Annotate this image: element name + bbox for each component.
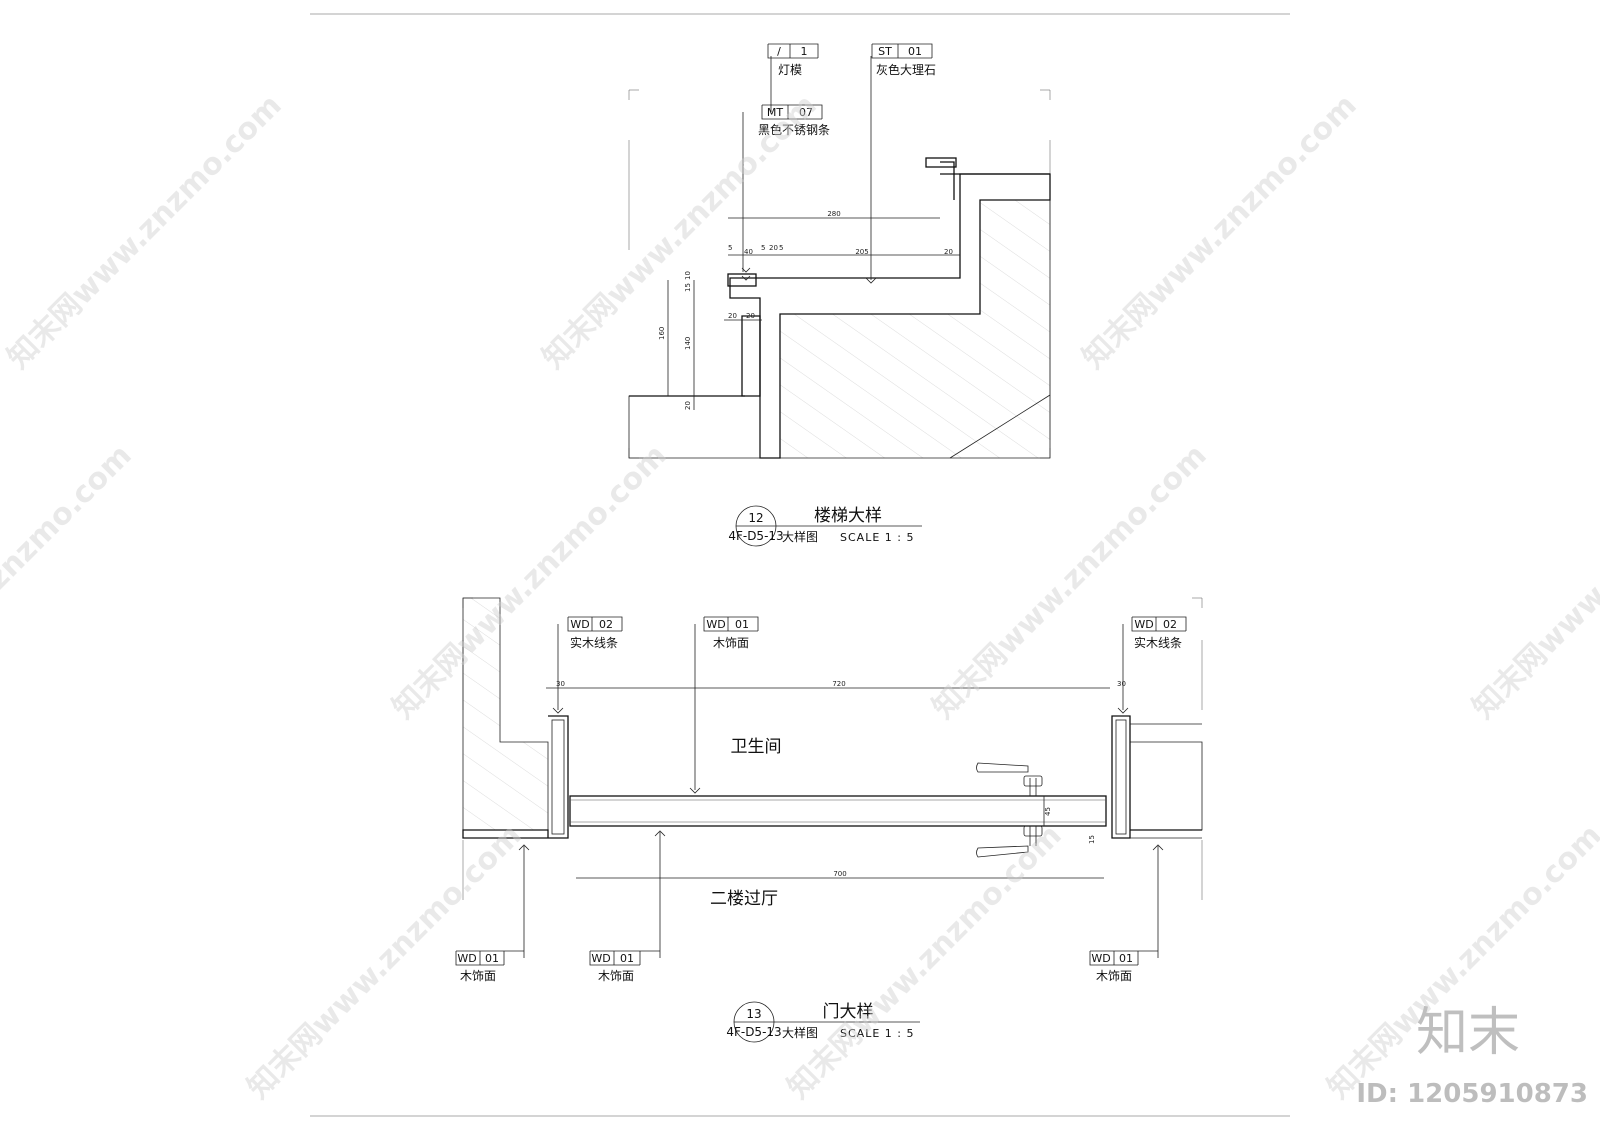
door-tag-bottom-center: WD 01 木饰面 [589, 950, 660, 983]
stair-tag-steel-strip: MT 07 黑色不锈钢条 [758, 104, 830, 137]
dim-160: 160 [658, 327, 666, 340]
tag-label: 实木线条 [570, 635, 618, 650]
tag-code: WD [1134, 618, 1153, 631]
sheet-reference: 4F-D5-13 [726, 1025, 781, 1039]
watermark: 知末网www.znzmo.com [0, 438, 139, 726]
tag-label: 灰色大理石 [876, 63, 936, 77]
dim-20d: 20 [728, 312, 737, 320]
watermark: 知末网www.znzmo.com [1076, 88, 1364, 376]
detail-number: 13 [746, 1007, 761, 1021]
sheet-reference: 4F-D5-13 [728, 529, 783, 543]
stair-detail: 280 5 40 5 20 5 205 20 160 140 20 15 10 … [628, 56, 1051, 459]
tag-code: / [777, 45, 781, 58]
watermark: 知末网www.znzmo.com [1, 88, 289, 376]
dim-205: 205 [855, 248, 868, 256]
tag-code: WD [706, 618, 725, 631]
dim-20e: 20 [746, 312, 755, 320]
watermark: 知末网www.znzmo.com [1466, 438, 1600, 726]
room-label-bathroom: 卫生间 [731, 737, 782, 757]
tag-number: 01 [908, 45, 922, 58]
tag-label: 木饰面 [598, 969, 634, 983]
door-detail: 30 720 30 700 45 15 [462, 597, 1203, 958]
tag-number: 02 [1163, 618, 1177, 631]
dim-700: 700 [833, 870, 846, 878]
tag-code: MT [767, 106, 783, 119]
detail-number: 12 [748, 511, 763, 525]
tag-label: 木饰面 [713, 636, 749, 650]
dim-15: 15 [684, 283, 692, 292]
dim-5c: 5 [779, 244, 783, 252]
tag-number: 01 [485, 952, 499, 965]
dim-30a: 30 [556, 680, 565, 688]
tag-code: WD [457, 952, 476, 965]
door-tag-bottom-left: WD 01 木饰面 [455, 950, 524, 983]
tag-number: 01 [620, 952, 634, 965]
stair-title-block: 12 4F-D5-13 楼梯大样 大样图 SCALE 1 : 5 [728, 505, 922, 547]
tag-code: WD [1091, 952, 1110, 965]
stair-tag-light-mold: / 1 灯模 [767, 43, 819, 77]
door-title-block: 13 4F-D5-13 门大样 大样图 SCALE 1 : 5 [726, 1001, 920, 1043]
door-tag-top-center: WD 01 木饰面 [703, 616, 759, 650]
detail-scale: SCALE 1 : 5 [840, 1027, 914, 1040]
watermark: 知末网www.znzmo.com [781, 818, 1069, 1106]
dim-20b: 20 [944, 248, 953, 256]
tag-number: 01 [735, 618, 749, 631]
dim-5a: 5 [728, 244, 732, 252]
door-tag-top-left: WD 02 实木线条 [567, 616, 623, 650]
watermark: 知末网www.znzmo.com [386, 438, 674, 726]
stair-tag-marble: ST 01 灰色大理石 [871, 43, 936, 77]
tag-label: 黑色不锈钢条 [758, 123, 830, 137]
tag-code: WD [591, 952, 610, 965]
watermark: 知末网www.znzmo.com [926, 438, 1214, 726]
tag-number: 01 [1119, 952, 1133, 965]
detail-subtitle: 大样图 [782, 1025, 818, 1040]
dim-20c: 20 [684, 401, 692, 410]
door-tag-top-right: WD 02 实木线条 [1131, 616, 1187, 650]
detail-title: 门大样 [823, 1002, 874, 1022]
tag-label: 木饰面 [1096, 969, 1132, 983]
dim-40: 40 [744, 248, 753, 256]
door-tag-bottom-right: WD 01 木饰面 [1089, 950, 1158, 983]
tag-label: 木饰面 [460, 969, 496, 983]
dim-45: 45 [1044, 807, 1052, 816]
tag-number: 1 [801, 45, 808, 58]
room-label-hall: 二楼过厅 [710, 889, 778, 909]
dim-30b: 30 [1117, 680, 1126, 688]
watermark-layer: 知末网www.znzmo.com 知末网www.znzmo.com 知末网www… [0, 88, 1600, 1106]
tag-number: 07 [799, 106, 813, 119]
tag-code: ST [878, 45, 892, 58]
detail-scale: SCALE 1 : 5 [840, 531, 914, 544]
tag-label: 实木线条 [1134, 635, 1182, 650]
dim-10: 10 [684, 271, 692, 280]
dim-15-door: 15 [1088, 835, 1096, 844]
detail-subtitle: 大样图 [782, 529, 818, 544]
dim-140: 140 [684, 337, 692, 350]
dim-5b: 5 [761, 244, 765, 252]
dim-280: 280 [827, 210, 840, 218]
dim-20a: 20 [769, 244, 778, 252]
detail-title: 楼梯大样 [814, 506, 882, 526]
tag-label: 灯模 [778, 63, 802, 77]
tag-code: WD [570, 618, 589, 631]
brand-logo: 知末 [1416, 1003, 1520, 1063]
tag-number: 02 [599, 618, 613, 631]
dim-720: 720 [832, 680, 845, 688]
brand-id: ID: 1205910873 [1356, 1079, 1588, 1109]
